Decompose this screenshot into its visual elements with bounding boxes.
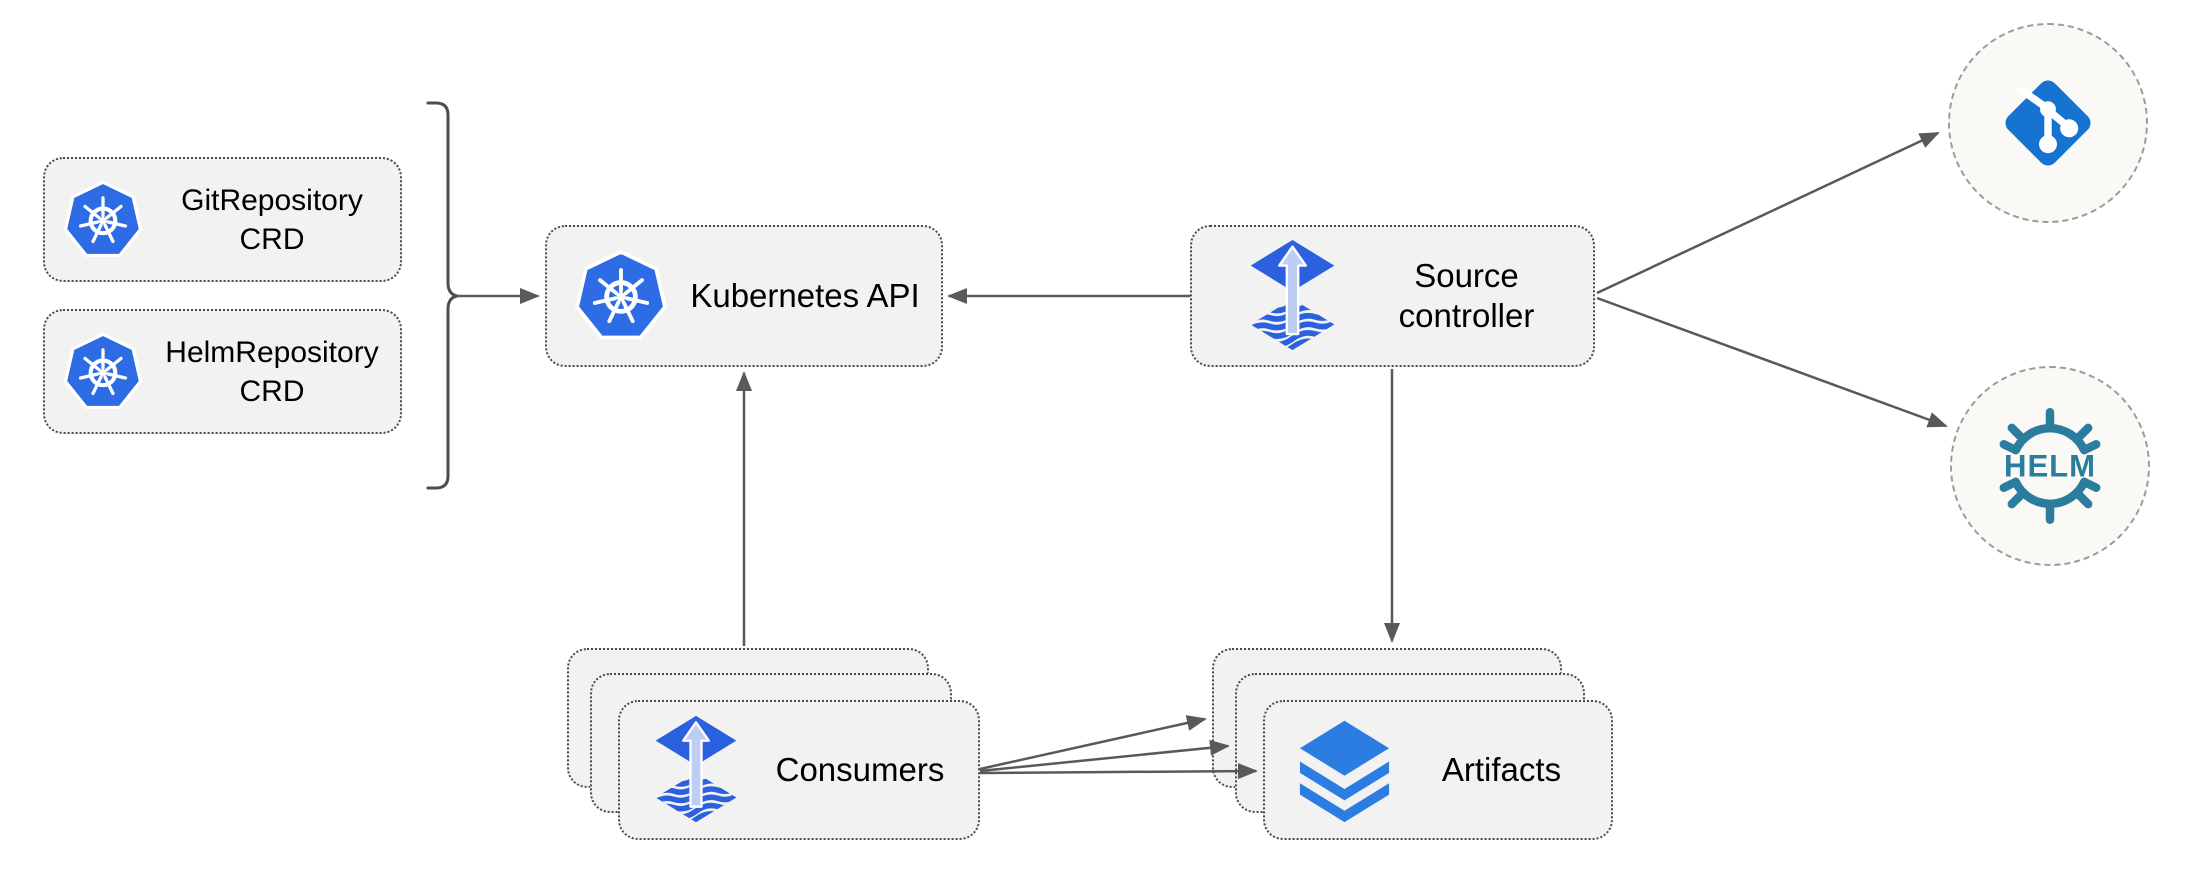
kubernetes-api-label: Kubernetes API: [690, 277, 920, 315]
kubernetes-icon: [62, 331, 144, 413]
kubernetes-api-node: Kubernetes API: [545, 225, 943, 367]
kubernetes-icon: [62, 179, 144, 261]
flux-icon: [650, 715, 742, 825]
git-icon: [1995, 70, 2101, 176]
gitrepository-crd-label: GitRepository CRD: [181, 183, 363, 256]
edge-consumers-to-artifacts-1: [979, 715, 1207, 771]
edge-source-controller-to-git: [1596, 131, 1940, 295]
crd-group-bracket: [426, 101, 458, 490]
flux-icon: [1245, 239, 1340, 353]
gitrepository-crd-node: GitRepository CRD: [43, 157, 402, 282]
helm-logo-text: HELM: [2004, 448, 2096, 483]
kubernetes-icon: [573, 248, 669, 344]
artifacts-node: Artifacts: [1263, 700, 1613, 840]
source-controller-node: Source controller: [1190, 225, 1595, 367]
helmrepository-crd-node: HelmRepository CRD: [43, 309, 402, 434]
git-endpoint: [1948, 23, 2148, 223]
edge-source-controller-to-helm: [1596, 296, 1948, 428]
helm-icon: HELM: [1999, 408, 2101, 524]
helm-endpoint: HELM: [1950, 366, 2150, 566]
edge-consumers-to-artifacts-2: [979, 739, 1230, 773]
consumers-node: Consumers: [618, 700, 980, 840]
consumers-label: Consumers: [775, 751, 945, 789]
artifacts-label: Artifacts: [1441, 751, 1562, 789]
helmrepository-crd-label: HelmRepository CRD: [165, 335, 379, 408]
source-controller-label: Source controller: [1398, 257, 1535, 334]
layers-icon: [1297, 715, 1392, 825]
